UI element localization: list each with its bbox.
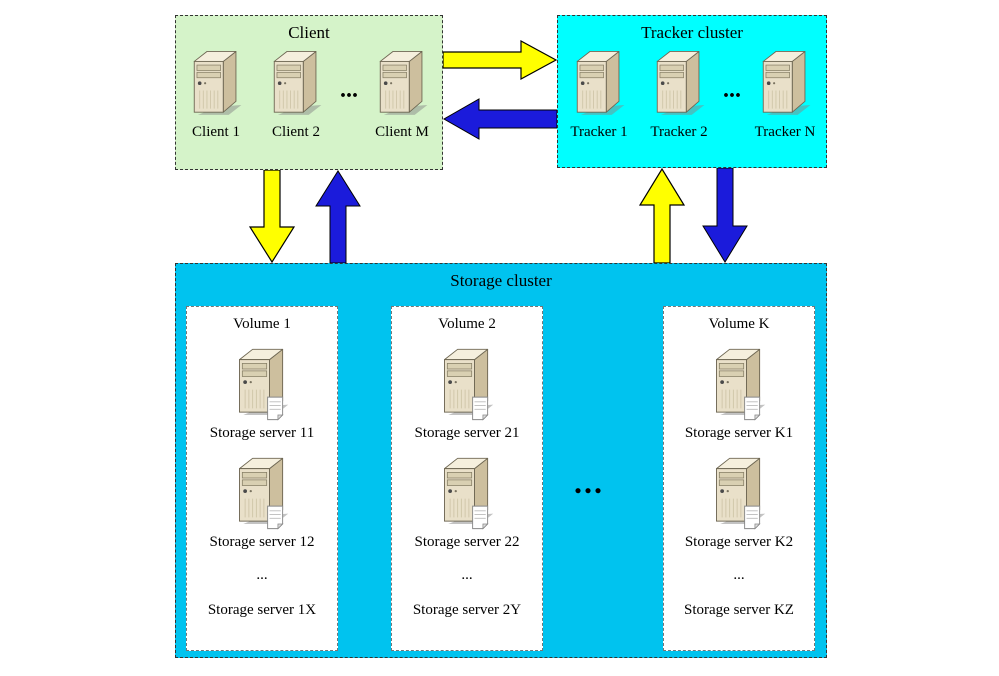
storage-server-label: Storage server 11: [209, 425, 315, 441]
arrow-shape: [639, 168, 685, 263]
storage-cluster-title: Storage cluster: [450, 271, 552, 290]
volume-title: Volume 2: [438, 316, 496, 332]
storage-server-label: Storage server 21: [414, 425, 520, 441]
arrow-shape: [702, 168, 748, 263]
storage-server-more-label: Storage server KZ: [684, 602, 794, 618]
tracker-cluster-title: Tracker cluster: [641, 23, 743, 42]
client-cluster-title: Client: [288, 23, 330, 42]
storage-server-icon: [709, 346, 769, 422]
tracker-label: Tracker N: [754, 124, 816, 140]
server-icon: [187, 48, 245, 122]
client-unit: Client 1: [176, 48, 256, 141]
storage-server-icon: [437, 455, 497, 531]
tracker-unit: Tracker N: [745, 48, 825, 141]
arrow-storage-to-tracker: [639, 168, 685, 263]
tracker-icon-row: Tracker 1 Tracker 2 ... Tracker N: [558, 48, 826, 141]
ellipsis: ...: [574, 464, 604, 500]
arrow-client-to-storage: [249, 170, 295, 263]
storage-server-icon: [232, 346, 292, 422]
ellipsis: ...: [733, 567, 745, 583]
storage-server-more-label: Storage server 2Y: [412, 602, 522, 618]
arrow-shape: [249, 170, 295, 263]
ellipsis: ...: [461, 567, 473, 583]
ellipsis: ...: [256, 567, 268, 583]
volume-box-k: Volume K Storage server K1 Storage serve…: [663, 306, 815, 651]
server-icon: [756, 48, 814, 122]
tracker-unit: Tracker 1: [559, 48, 639, 141]
arrow-tracker-to-storage: [702, 168, 748, 263]
client-unit: Client 2: [256, 48, 336, 141]
arrow-shape: [315, 170, 361, 263]
arrow-client-to-tracker: [443, 40, 557, 80]
server-icon: [373, 48, 431, 122]
storage-server-label: Storage server K1: [684, 425, 794, 441]
server-icon: [267, 48, 325, 122]
storage-server-label: Storage server 12: [209, 534, 315, 550]
arrow-storage-to-client: [315, 170, 361, 263]
storage-server-icon: [232, 455, 292, 531]
client-label: Client 1: [192, 124, 240, 140]
client-label: Client 2: [272, 124, 320, 140]
volume-box-1: Volume 1 Storage server 11 Storage serve…: [186, 306, 338, 651]
tracker-cluster-box: Tracker cluster Tracker 1 Tracker 2 ... …: [557, 15, 827, 168]
client-label: Client M: [375, 124, 429, 140]
storage-server-label: Storage server 22: [414, 534, 520, 550]
storage-server-icon: [709, 455, 769, 531]
ellipsis: ...: [340, 77, 358, 103]
storage-server-icon: [437, 346, 497, 422]
volume-title: Volume K: [708, 316, 770, 332]
arrow-tracker-to-client: [443, 98, 557, 140]
client-icon-row: Client 1 Client 2 ... Client M: [176, 48, 442, 141]
arrow-shape: [443, 98, 557, 140]
arrow-shape: [443, 40, 557, 80]
storage-cluster-box: Storage cluster Volume 1 Storage server …: [175, 263, 827, 658]
client-cluster-box: Client Client 1 Client 2 ... Client M: [175, 15, 443, 170]
ellipsis: ...: [723, 77, 741, 103]
volume-title: Volume 1: [233, 316, 291, 332]
client-unit: Client M: [362, 48, 442, 141]
tracker-label: Tracker 2: [650, 124, 708, 140]
storage-server-label: Storage server K2: [684, 534, 794, 550]
server-icon: [650, 48, 708, 122]
tracker-label: Tracker 1: [570, 124, 628, 140]
storage-server-more-label: Storage server 1X: [207, 602, 317, 618]
tracker-unit: Tracker 2: [639, 48, 719, 141]
server-icon: [570, 48, 628, 122]
volume-box-2: Volume 2 Storage server 21 Storage serve…: [391, 306, 543, 651]
